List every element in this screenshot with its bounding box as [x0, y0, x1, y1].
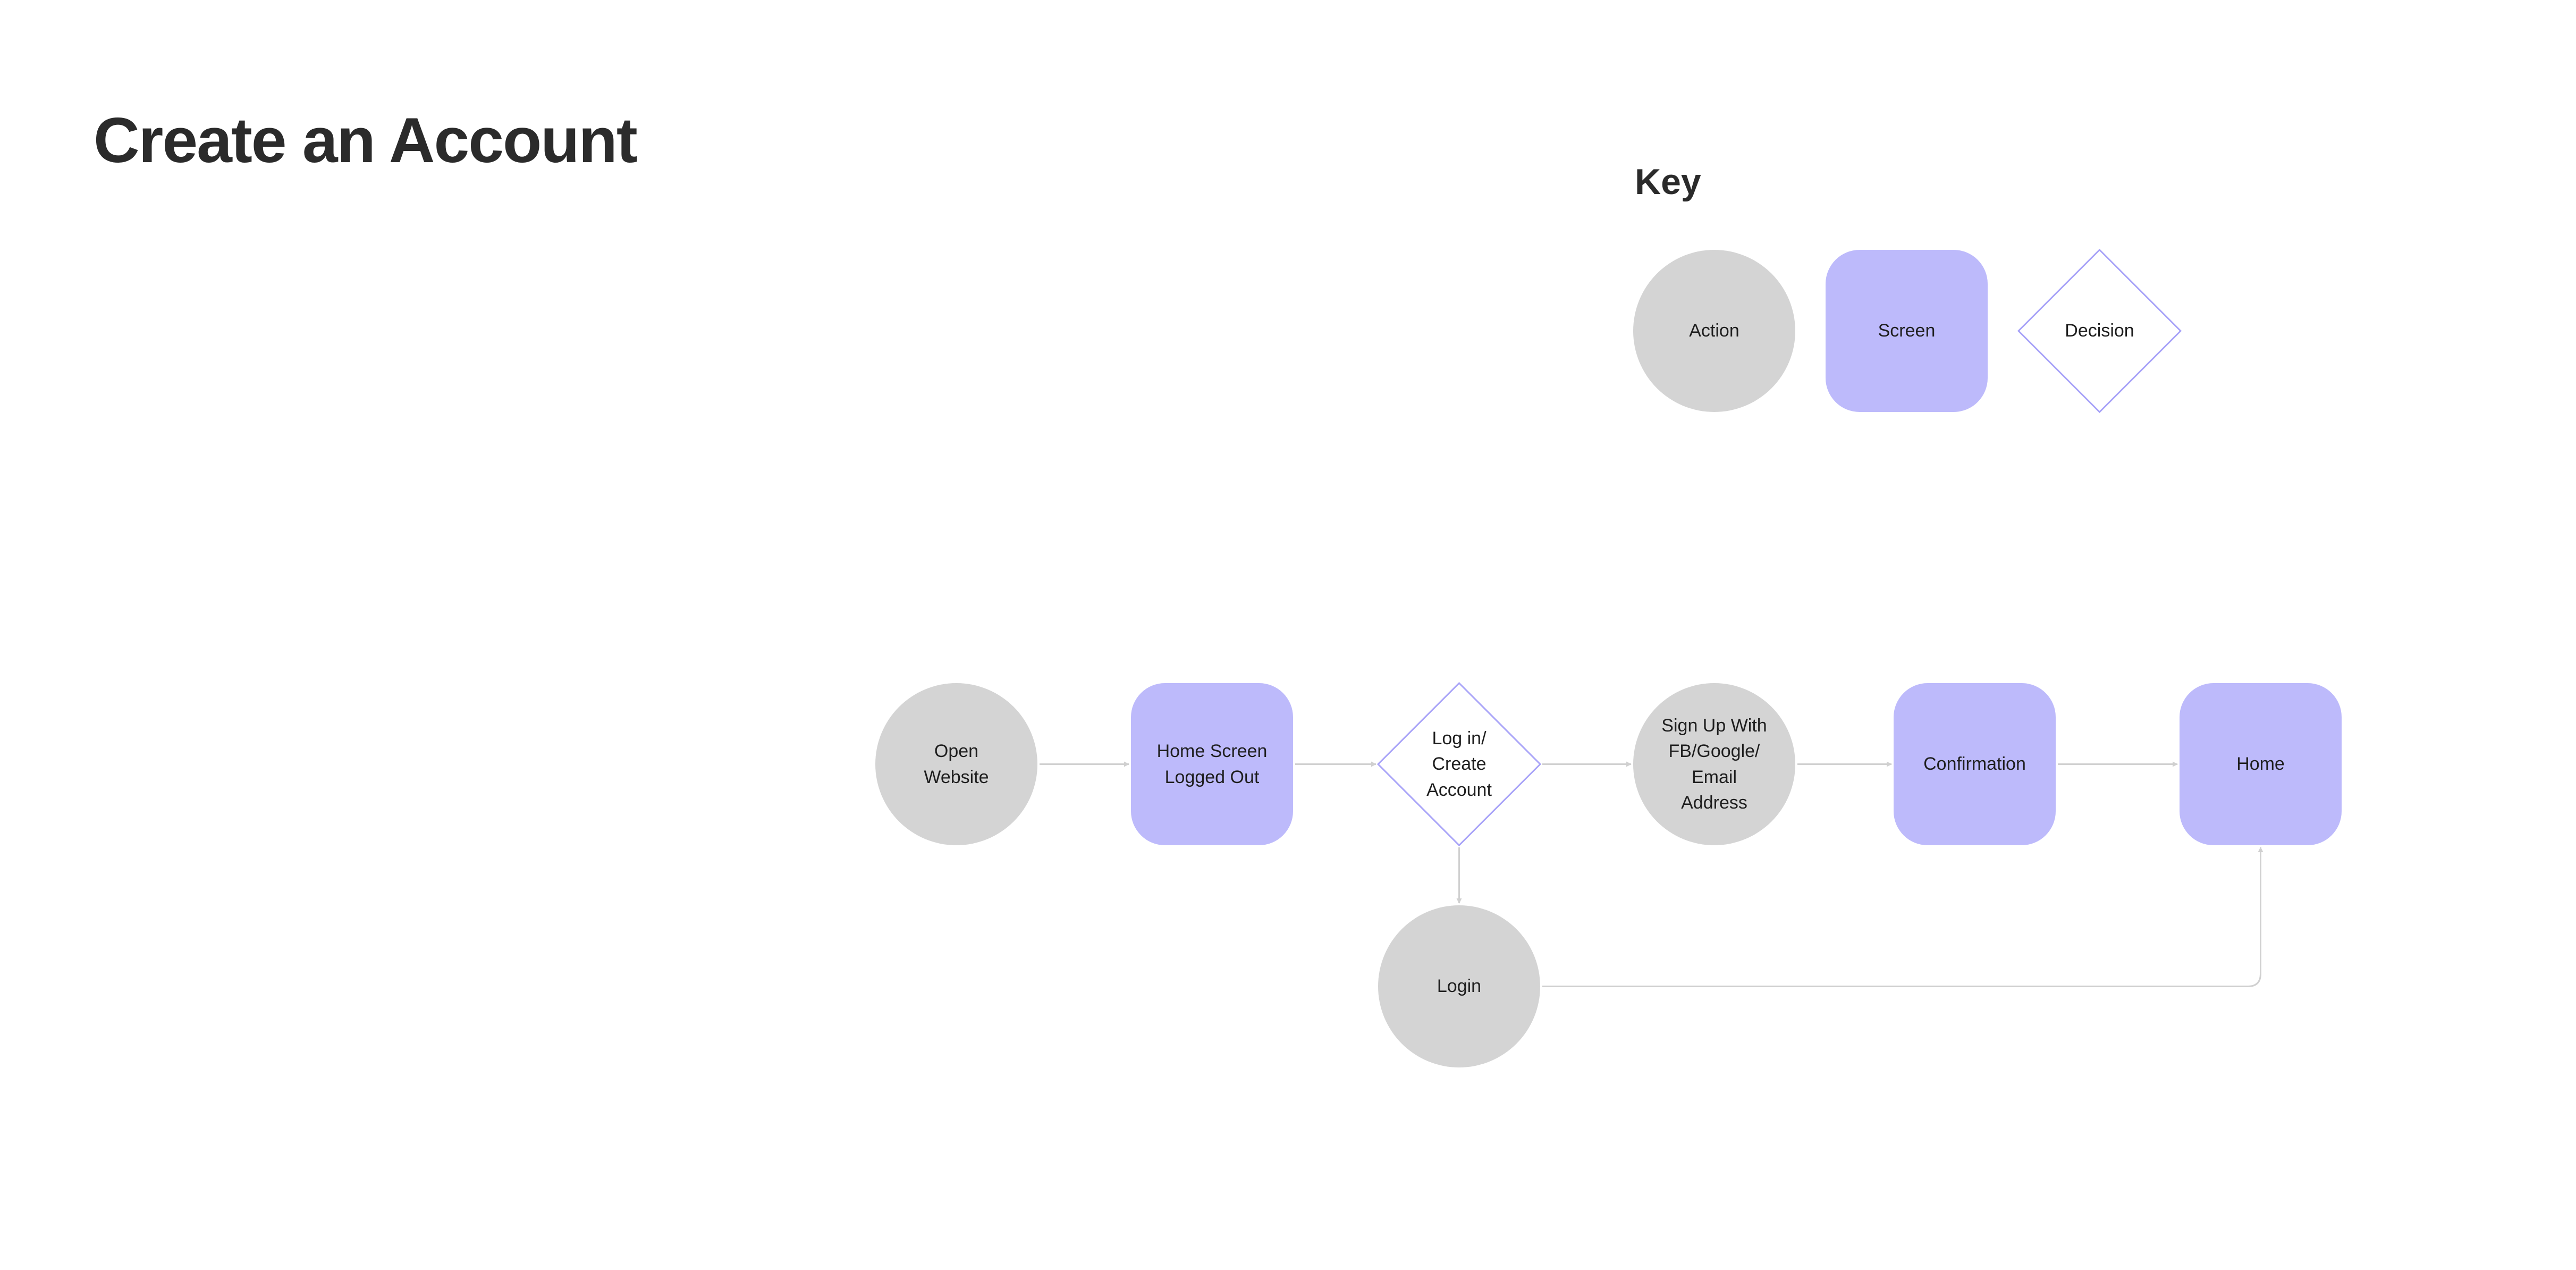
node-label: Confirmation: [1923, 754, 2026, 775]
node-sign-up[interactable]: Sign Up With FB/Google/ Email Address: [1633, 683, 1795, 845]
node-label: Home: [2236, 754, 2285, 775]
node-open-website[interactable]: Open Website: [875, 683, 1037, 845]
node-label: Sign Up With FB/Google/ Email Address: [1661, 715, 1767, 813]
key-title: Key: [1635, 162, 1701, 202]
key-action-shape: Action: [1633, 250, 1795, 412]
key-action-label: Action: [1689, 321, 1739, 341]
decision-diamond-outline: [2017, 248, 2182, 414]
key-screen-shape: Screen: [1826, 250, 1988, 412]
node-label: Open Website: [924, 741, 989, 787]
key-screen-label: Screen: [1878, 321, 1936, 341]
key-decision-shape: Decision: [2018, 250, 2181, 412]
node-home[interactable]: Home: [2180, 683, 2342, 845]
node-label: Log in/ Create Account: [1426, 728, 1492, 800]
node-login[interactable]: Login: [1378, 905, 1540, 1067]
connector-login-to-home: [1542, 847, 2263, 987]
decision-diamond-outline: [1376, 682, 1542, 847]
node-home-screen-logged-out[interactable]: Home Screen Logged Out: [1131, 683, 1293, 845]
key-decision-label: Decision: [2065, 321, 2134, 341]
node-label: Login: [1437, 976, 1482, 997]
node-login-create-decision[interactable]: Log in/ Create Account: [1378, 683, 1540, 845]
node-label: Home Screen Logged Out: [1156, 741, 1268, 787]
node-confirmation[interactable]: Confirmation: [1894, 683, 2056, 845]
page-title: Create an Account: [94, 105, 638, 176]
